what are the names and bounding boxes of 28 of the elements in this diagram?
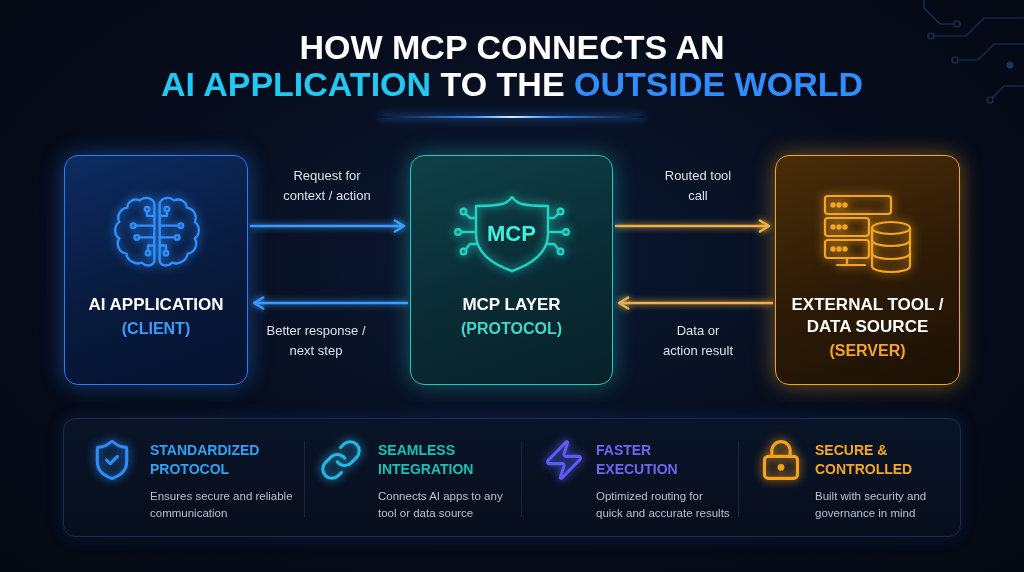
node-card xyxy=(64,155,248,385)
arrow xyxy=(252,296,408,310)
node-card xyxy=(410,155,613,385)
node-title: AI APPLICATION xyxy=(87,294,225,316)
node-subtitle: (CLIENT) xyxy=(120,319,192,339)
node-card xyxy=(775,155,960,385)
arrow xyxy=(250,219,406,233)
feature-description: Built with security and governance in mind xyxy=(815,489,928,521)
feature-heading: SEAMLESS INTEGRATION xyxy=(378,441,475,479)
edge-label: Request for context / action xyxy=(282,167,372,205)
feature-description: Connects AI apps to any tool or data source xyxy=(378,489,504,521)
arrow xyxy=(617,296,773,310)
feature-description: Ensures secure and reliable communication xyxy=(150,489,294,521)
shield-label: MCP xyxy=(487,220,536,248)
edge-label: Data or action result xyxy=(661,322,735,360)
feature-description: Optimized routing for quick and accurate results xyxy=(596,489,731,521)
feature-panel xyxy=(63,418,961,537)
edge-label: Routed tool call xyxy=(663,167,733,205)
node-title: MCP LAYER xyxy=(461,294,562,316)
feature-heading: SECURE & CONTROLLED xyxy=(815,441,914,479)
feature-heading: FASTER EXECUTION xyxy=(596,441,679,479)
edge-label: Better response / next step xyxy=(265,322,367,360)
title: HOW MCP CONNECTS AN AI APPLICATION TO THE OUTSIDE WORLD xyxy=(159,29,864,103)
node-subtitle: (PROTOCOL) xyxy=(460,319,563,339)
feature-heading: STANDARDIZED PROTOCOL xyxy=(150,441,261,479)
node-title: EXTERNAL TOOL / DATA SOURCE xyxy=(790,294,945,338)
arrow xyxy=(615,219,771,233)
node-subtitle: (SERVER) xyxy=(828,341,907,361)
